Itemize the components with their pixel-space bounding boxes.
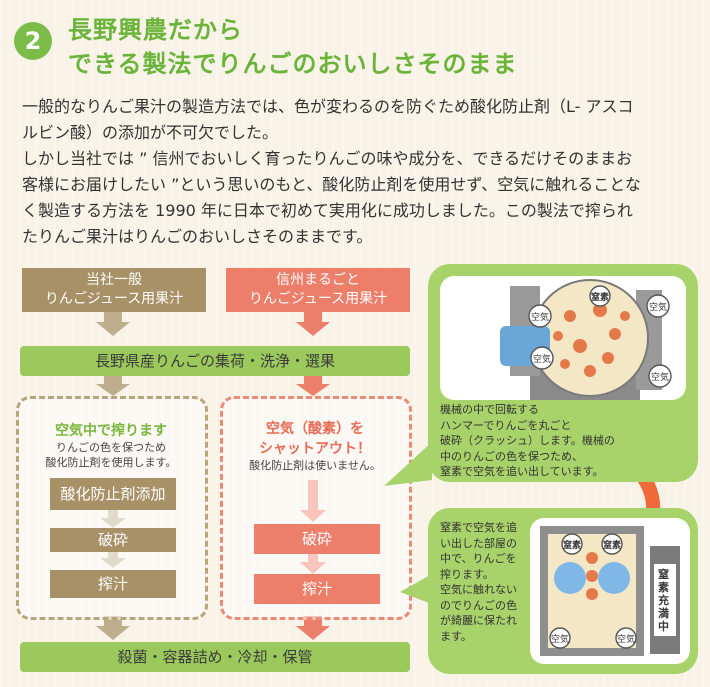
shared-step-collection: 長野県産りんごの集荷・洗浄・選果: [20, 346, 410, 376]
intro-line: たりんご果汁はりんごのおいしさそのままです。: [22, 227, 373, 246]
right-column-header: 信州まるごと りんごジュース用果汁: [226, 268, 410, 312]
crusher-diagram: 空気 空気 空気 空気 窒素: [440, 276, 686, 400]
left-note-title: 空気中で搾ります: [55, 423, 167, 439]
arrow-left-1: [96, 312, 130, 336]
intro-line: く製造する方法を 1990 年に日本で初めて実用化に成功しました。この製法で搾ら…: [22, 201, 633, 220]
top-callout-line: 破砕（クラッシュ）します。機械の: [440, 434, 615, 447]
intro-line: 一般的なりんご果汁の製造方法では、色が変わるのを防ぐため酸化防止剤（L- アスコ: [22, 97, 634, 116]
intro-line: しかし当社では ” 信州でおいしく育ったりんごの味や成分を、できるだけそのままお: [22, 149, 633, 168]
arrow-right-2: [296, 376, 330, 396]
right-header-line1: 信州まるごと: [275, 272, 360, 288]
label-air: 空気: [533, 355, 552, 365]
top-callout-line: 窒素で空気を追い出しています。: [440, 465, 604, 478]
left-crush-step: 破砕: [50, 528, 176, 552]
left-press-step: 搾汁: [50, 570, 176, 598]
step-number-badge: 2: [14, 22, 52, 60]
label-nitrogen: 窒素: [563, 541, 582, 551]
label-nitrogen: 窒素: [603, 541, 622, 551]
bottom-callout-line: ます。: [440, 629, 472, 643]
right-note-title-line2: シャットアウト！: [259, 441, 371, 457]
left-note-line2: 酸化防止剤を使用します。: [45, 456, 177, 469]
top-callout-line: 機械の中で回転する: [440, 403, 539, 416]
top-callout-pointer: [384, 442, 432, 486]
arrow-left-2: [96, 376, 130, 396]
right-note: 空気（酸素）を シャットアウト！ 酸化防止剤は使いません。: [224, 418, 406, 473]
label-air: 空気: [651, 373, 670, 383]
bottom-callout-line: が綺麗に保たれ: [440, 614, 517, 627]
top-callout-text: 機械の中で回転する ハンマーでりんごを丸ごと 破砕（クラッシュ）します。機械の …: [440, 402, 690, 480]
left-note: 空気中で搾ります りんごの色を保つため 酸化防止剤を使用します。: [20, 420, 202, 470]
top-callout-line: 中のりんごの色を保つため、: [440, 449, 583, 463]
arrow-right-5: [296, 616, 330, 640]
left-note-line1: りんごの色を保つため: [56, 441, 166, 454]
bottom-callout-line: のでりんごの色: [440, 598, 517, 612]
intro-line: 客様にお届けしたい ”という思いのもと、酸化防止剤を使用せず、空気に触れることな: [22, 175, 641, 194]
left-header-line1: 当社一般: [85, 272, 142, 288]
intro-line: ルビン酸）の添加が不可欠でした。: [22, 123, 279, 142]
shared-step-final: 殺菌・容器詰め・冷却・保管: [20, 642, 410, 672]
nitrogen-tank-label: 窒素充満中: [658, 568, 669, 633]
right-crush-step: 破砕: [254, 524, 380, 554]
right-press-step: 搾汁: [254, 574, 380, 604]
bottom-callout-line: い出した部屋の: [440, 536, 517, 550]
label-air: 空気: [531, 313, 550, 323]
left-column-header: 当社一般 りんごジュース用果汁: [22, 268, 206, 312]
section-title-line2: できる製法でりんごのおいしさそのまま: [68, 50, 518, 78]
right-note-line1: 酸化防止剤は使いません。: [249, 459, 381, 472]
bottom-callout-text: 窒素で空気を追 い出した部屋の 中で、りんごを 搾ります。 空気に触れない ので…: [440, 520, 526, 644]
label-air: 空気: [617, 635, 636, 645]
label-nitrogen: 窒素: [591, 293, 610, 303]
intro-paragraph: 一般的なりんご果汁の製造方法では、色が変わるのを防ぐため酸化防止剤（L- アスコ…: [22, 94, 694, 250]
right-note-title-line1: 空気（酸素）を: [266, 421, 364, 437]
section-title-line1: 長野興農だから: [68, 16, 243, 44]
left-additive-step: 酸化防止剤添加: [50, 478, 176, 510]
label-air: 空気: [551, 635, 570, 645]
arrow-right-1: [296, 312, 330, 336]
bottom-callout-line: 窒素で空気を追: [440, 521, 517, 534]
top-callout-line: ハンマーでりんごを丸ごと: [440, 418, 572, 432]
left-header-line2: りんごジュース用果汁: [44, 291, 184, 307]
arrow-left-5: [96, 616, 130, 640]
right-header-line2: りんごジュース用果汁: [248, 291, 388, 307]
crusher-machine-illustration: [500, 279, 672, 400]
press-machine-illustration: [540, 526, 680, 656]
bottom-callout-pointer: [400, 574, 432, 604]
bottom-callout-line: 搾ります。: [440, 567, 494, 581]
bottom-callout-line: 空気に触れない: [440, 583, 517, 596]
label-air: 空気: [649, 303, 668, 313]
press-diagram: 窒素 窒素 空気 空気 窒素充満中: [530, 518, 690, 664]
bottom-callout-line: 中で、りんごを: [440, 552, 517, 565]
